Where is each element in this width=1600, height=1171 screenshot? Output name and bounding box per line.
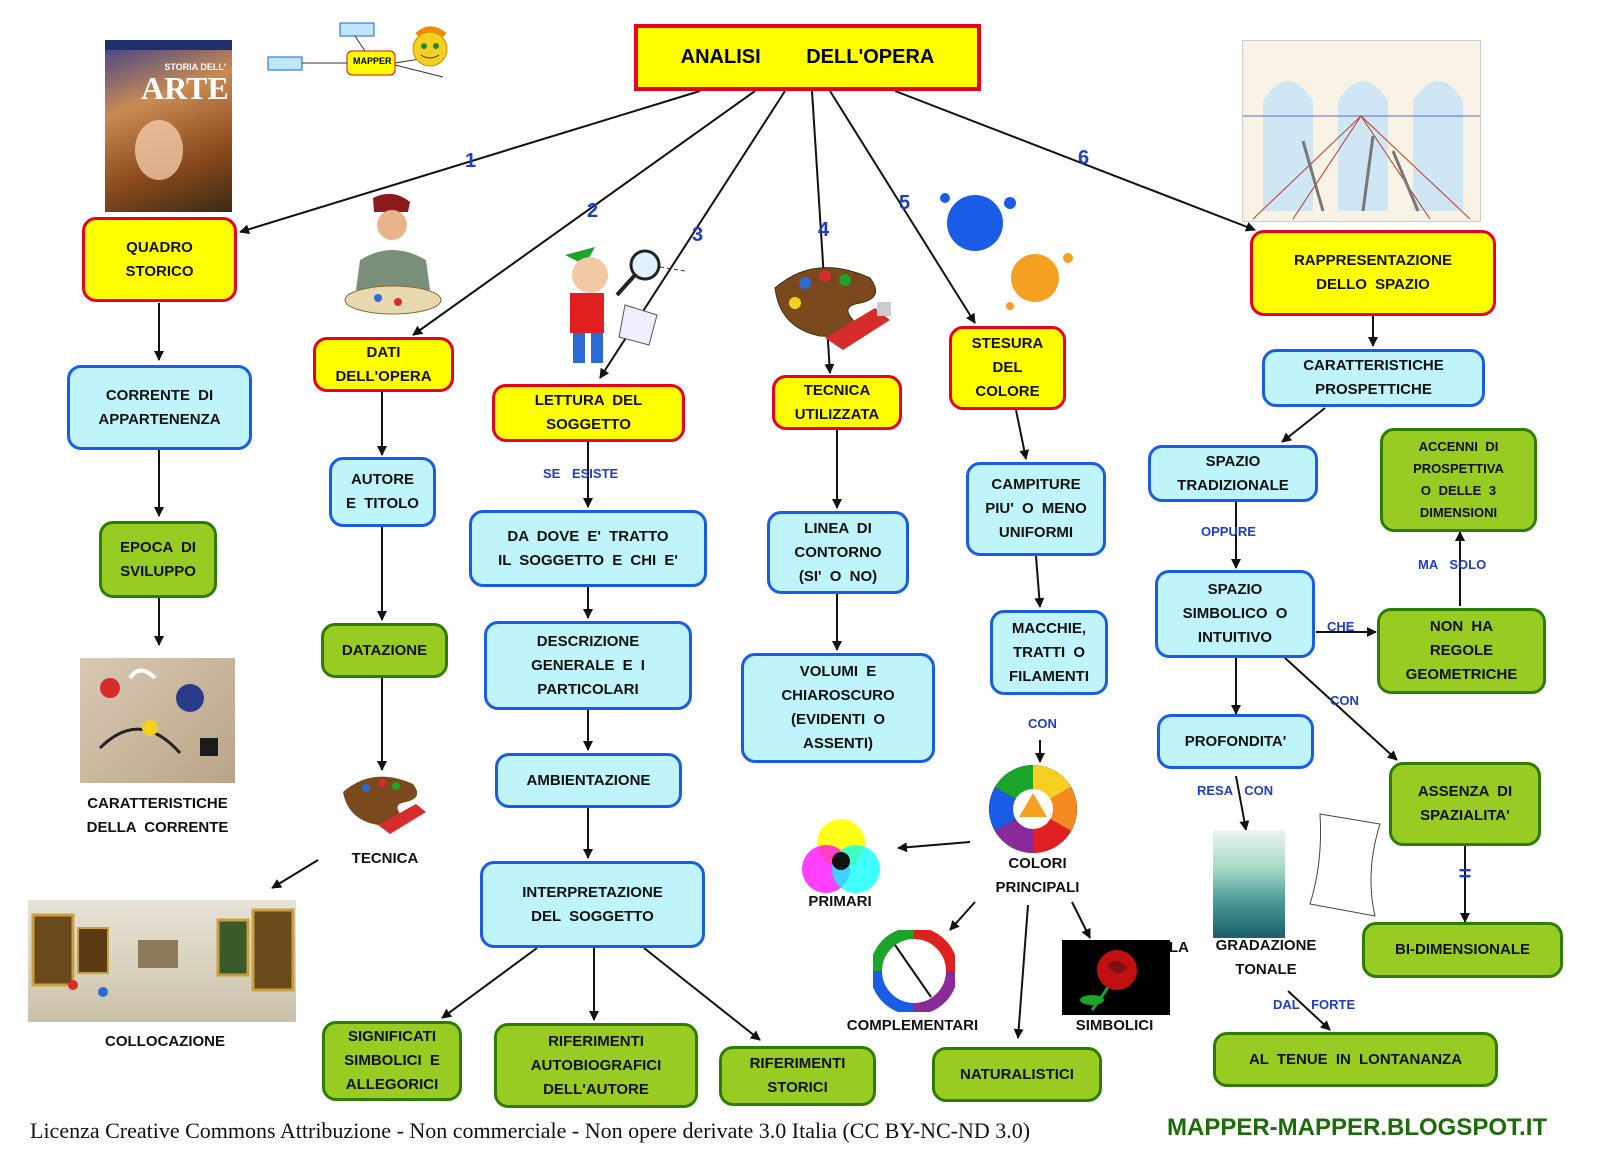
node-descrizione: DESCRIZIONE GENERALE E I PARTICOLARI: [484, 621, 692, 710]
label-che: CHE: [1327, 619, 1355, 634]
label-con-colori: CON: [1028, 716, 1057, 731]
node-datazione: DATAZIONE: [321, 623, 448, 678]
link-6: [894, 90, 1256, 232]
license-text: Licenza Creative Commons Attribuzione - …: [30, 1118, 1031, 1143]
link-5: [829, 90, 976, 324]
label-ma-solo: MA SOLO: [1418, 557, 1487, 572]
node-linea-contorno: LINEA DI CONTORNO (SI' O NO): [767, 511, 909, 594]
node-autore-titolo: AUTORE E TITOLO: [329, 457, 436, 527]
magnifier-boy-icon: [545, 235, 695, 375]
node-stesura-colore: STESURA DEL COLORE: [949, 326, 1066, 410]
node-corrente-appartenenza: CORRENTE DI APPARTENENZA: [67, 365, 252, 450]
node-non-ha-regole: NON HA REGOLE GEOMETRICHE: [1377, 608, 1546, 694]
node-spazio-simbolico: SPAZIO SIMBOLICO O INTUITIVO: [1155, 570, 1315, 658]
label-con-assenza: CON: [1330, 693, 1359, 708]
gradazione-tonale-label: GRADAZIONE TONALE: [1215, 937, 1317, 978]
node-bidimensionale: BI-DIMENSIONALE: [1362, 922, 1563, 978]
red-rose-image: [1062, 940, 1170, 1015]
book-title-small: STORIA DELL': [164, 62, 226, 72]
branch-number-1: 1: [465, 150, 477, 172]
node-tecnica-utilizzata: TECNICA UTILIZZATA: [772, 375, 902, 430]
node-caratteristiche-prospettiche: CARATTERISTICHE PROSPETTICHE: [1262, 349, 1485, 407]
label-se-esiste: SE ESISTE: [543, 466, 619, 481]
node-volumi: VOLUMI E CHIAROSCURO (EVIDENTI O ASSENTI…: [741, 653, 935, 763]
mapper-logo: MAPPER: [265, 15, 460, 85]
book-title-large: ARTE: [141, 70, 229, 106]
palette-icon: [765, 258, 900, 363]
node-macchie: MACCHIE, TRATTI O FILAMENTI: [990, 610, 1108, 695]
label-equals: =: [1458, 861, 1472, 886]
link-2: [412, 90, 756, 336]
node-significati: SIGNIFICATI SIMBOLICI E ALLEGORICI: [322, 1021, 462, 1101]
colori-principali-label: COLORI PRINCIPALI: [995, 855, 1080, 896]
node-ambientazione: AMBIENTAZIONE: [495, 753, 682, 808]
branch-number-6: 6: [1078, 147, 1090, 169]
node-profondita: PROFONDITA': [1157, 714, 1314, 769]
title-node: ANALISI DELL'OPERA: [634, 24, 981, 91]
node-rif-storici: RIFERIMENTI STORICI: [719, 1046, 876, 1106]
museum-gallery-image: [28, 900, 296, 1022]
complementary-wheel-icon: [870, 927, 958, 1015]
branch-number-3: 3: [692, 224, 704, 246]
mapper-logo-text: MAPPER: [353, 56, 392, 66]
label-dal-forte: DAL FORTE: [1273, 997, 1356, 1012]
node-spazio-tradizionale: SPAZIO TRADIZIONALE: [1148, 445, 1318, 502]
node-assenza-spazialita: ASSENZA DI SPAZIALITA': [1389, 762, 1541, 846]
link-1: [239, 90, 701, 235]
node-al-tenue: AL TENUE IN LONTANANZA: [1213, 1032, 1498, 1087]
node-rif-autobiografici: RIFERIMENTI AUTOBIOGRAFICI DELL'AUTORE: [494, 1023, 698, 1108]
blank-paper-icon: [1305, 812, 1385, 922]
complementari-label: COMPLEMENTARI: [846, 1017, 979, 1034]
node-rappresentazione-spazio: RAPPRESENTAZIONE DELLO SPAZIO: [1250, 230, 1496, 316]
node-da-dove: DA DOVE E' TRATTO IL SOGGETTO E CHI E': [469, 510, 707, 587]
color-wheel-icon: [987, 763, 1079, 855]
label-resa-con: RESA CON: [1197, 783, 1274, 798]
site-link[interactable]: MAPPER-MAPPER.BLOGSPOT.IT: [1167, 1114, 1548, 1141]
node-campiture: CAMPITURE PIU' O MENO UNIFORMI: [966, 462, 1106, 556]
node-interpretazione: INTERPRETAZIONE DEL SOGGETTO: [480, 861, 705, 948]
tonal-gradation-image: [1213, 830, 1285, 938]
node-epoca-sviluppo: EPOCA DI SVILUPPO: [99, 521, 217, 598]
art-history-book-cover: STORIA DELL' ARTE: [105, 40, 232, 212]
simbolici-label: SIMBOLICI: [1075, 1017, 1154, 1034]
perspective-painting-image: [1242, 40, 1481, 222]
la-fragment: LA: [1169, 939, 1189, 956]
node-naturalistici: NATURALISTICI: [932, 1047, 1102, 1102]
tecnica-label: TECNICA: [351, 850, 419, 867]
node-accenni: ACCENNI DI PROSPETTIVA O DELLE 3 DIMENSI…: [1380, 428, 1537, 532]
primary-colors-icon: [800, 815, 882, 897]
node-lettura-soggetto: LETTURA DEL SOGGETTO: [492, 384, 685, 442]
node-dati-opera: DATI DELL'OPERA: [313, 337, 454, 392]
branch-number-2: 2: [587, 200, 599, 222]
painter-icon: [338, 190, 443, 320]
branch-number-4: 4: [818, 219, 830, 241]
caratteristiche-corrente-label: CARATTERISTICHE DELLA CORRENTE: [86, 795, 229, 836]
node-quadro-storico: QUADRO STORICO: [82, 217, 237, 302]
venus-face-icon: [135, 120, 183, 180]
paint-splash-icon: [930, 178, 1085, 313]
branch-number-5: 5: [899, 192, 911, 214]
miro-painting-image: [80, 658, 235, 783]
palette-tecnica-icon: [338, 770, 433, 840]
label-oppure: OPPURE: [1201, 524, 1256, 539]
primari-label: PRIMARI: [808, 893, 872, 910]
collocazione-label: COLLOCAZIONE: [105, 1033, 225, 1050]
